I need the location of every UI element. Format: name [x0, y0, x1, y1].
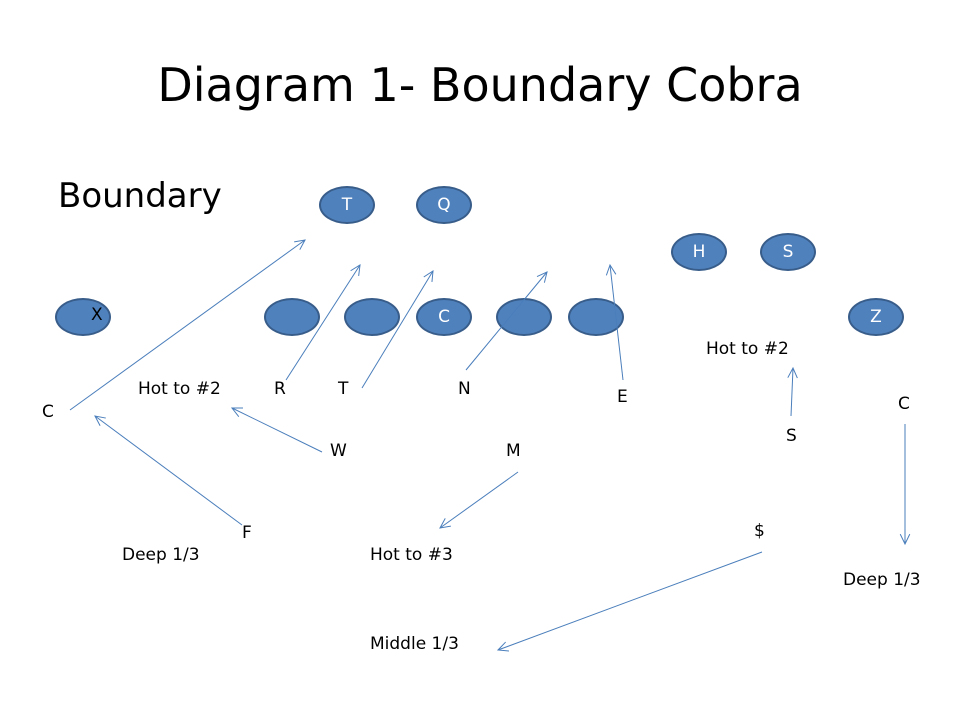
free-safety-assignment: Deep 1/3: [122, 545, 200, 565]
rush-arrow: [285, 264, 361, 381]
mike-arrow: [439, 471, 519, 529]
defender-boundary-corner: C: [42, 402, 54, 422]
strong-safety-arrow: [787, 366, 798, 417]
mike-assignment: Hot to #3: [370, 545, 453, 565]
free-safety-arrow: [94, 415, 243, 526]
offense-right-guard: [496, 298, 552, 336]
defender-rush: R: [274, 379, 286, 399]
defender-money: $: [754, 521, 765, 541]
defender-will: W: [330, 441, 347, 461]
field-corner-arrow: [899, 424, 911, 546]
defender-mike: M: [506, 441, 521, 461]
offense-quarterback: Q: [416, 186, 472, 224]
money-arrow: [496, 551, 763, 652]
offense-left-tackle: [264, 298, 320, 336]
nose-arrow: [465, 271, 548, 371]
defender-strong-safety: S: [786, 426, 797, 446]
money-assignment: Middle 1/3: [370, 634, 459, 654]
boundary-corner-arrow: [69, 239, 306, 411]
offense-left-guard: [344, 298, 400, 336]
defender-end: E: [617, 387, 628, 407]
offense-split-end-x: X: [55, 298, 111, 336]
offense-slot: S: [760, 233, 816, 271]
end-arrow: [605, 263, 624, 381]
defender-free-safety: F: [242, 523, 252, 543]
offense-h-back: H: [671, 233, 727, 271]
defender-tackle: T: [338, 379, 349, 399]
offense-tailback: T: [319, 186, 375, 224]
offense-center: C: [416, 298, 472, 336]
will-assignment: Hot to #2: [138, 379, 221, 399]
will-arrow: [230, 407, 323, 453]
boundary-label: Boundary: [58, 176, 222, 216]
defender-nose: N: [458, 379, 471, 399]
strong-safety-assignment: Hot to #2: [706, 339, 789, 359]
tackle-arrow: [361, 270, 434, 389]
defender-field-corner: C: [898, 394, 910, 414]
split-x-letter: X: [91, 305, 103, 325]
offense-split-end-z: Z: [848, 298, 904, 336]
field-corner-assignment: Deep 1/3: [843, 570, 921, 590]
diagram-title: Diagram 1- Boundary Cobra: [157, 58, 803, 112]
